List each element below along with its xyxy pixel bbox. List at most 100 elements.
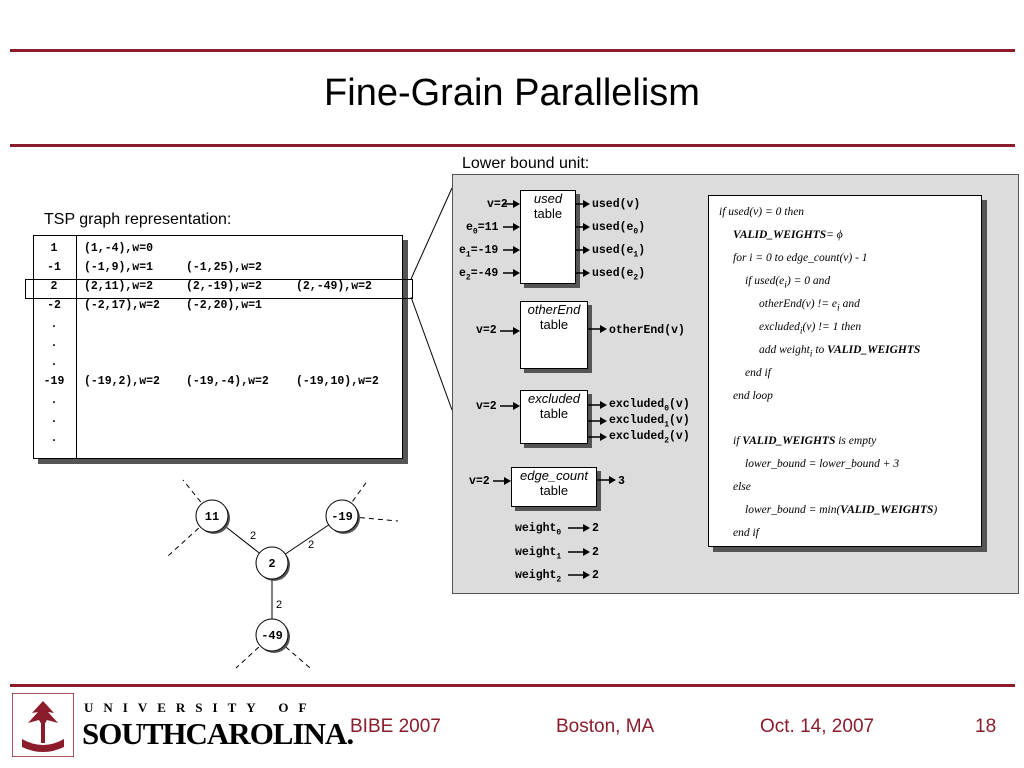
logo-university-of: UNIVERSITY OF (84, 700, 317, 715)
table-row: 1(1,-4),w=0 (34, 242, 402, 258)
arrow-head (600, 417, 607, 425)
arrow-head (600, 401, 607, 409)
pseudo-line-9: end loop (733, 390, 773, 402)
pseudo-line-1: if used(v) = 0 then (719, 206, 805, 218)
table-row: -19(-19,2),w=2(-19,-4),w=2(-19,10),w=2 (34, 375, 402, 391)
arrow-head (513, 200, 520, 208)
pseudo-line-12: else (733, 481, 751, 493)
excluded-table-name: excluded (527, 391, 581, 406)
table-cell: -19 (43, 375, 65, 388)
pseudo-line-11: lower_bound = lower_bound + 3 (745, 458, 900, 470)
footer-rule (10, 684, 1015, 687)
weight-label: weight2 (515, 569, 562, 585)
edgecount-input: v=2 (469, 475, 490, 488)
table-cell: . (50, 394, 58, 407)
svg-text:2: 2 (268, 557, 275, 571)
arrow-head (583, 269, 590, 277)
arrow-head (583, 571, 590, 579)
pseudocode-box: if used(v) = 0 then VALID_WEIGHTS= ϕ for… (708, 195, 982, 547)
logo-south-carolina: SOUTHCAROLINA. (82, 716, 354, 751)
otherend-table-name: otherEnd (527, 302, 581, 317)
used-output: used(v) (592, 198, 641, 211)
pseudo-line-7: add weighti to VALID_WEIGHTS (759, 344, 921, 360)
table-separator (76, 236, 77, 458)
table-cell: . (50, 432, 58, 445)
table-cell: . (50, 337, 58, 350)
used-table-box: used table (520, 190, 576, 284)
excluded-output: excluded2(v) (609, 430, 690, 446)
table-cell: (-19,10),w=2 (296, 375, 379, 388)
svg-text:11: 11 (205, 510, 219, 524)
excluded-table-box: excluded table (520, 390, 588, 444)
table-row: . (34, 413, 402, 429)
pseudo-line-13: lower_bound = min(VALID_WEIGHTS) (745, 504, 938, 516)
pseudo-line-5: otherEnd(v) != ei and (759, 298, 860, 314)
table-cell: . (50, 318, 58, 331)
table-cell: 1 (50, 242, 58, 255)
arrow-head (513, 402, 520, 410)
weight-value: 2 (592, 522, 599, 535)
otherend-output: otherEnd(v) (609, 324, 685, 337)
weight-value: 2 (592, 546, 599, 559)
table-cell: (2,-19),w=2 (186, 280, 262, 293)
used-input: e1=-19 (459, 244, 499, 260)
arrow-head (513, 269, 520, 277)
arrow-head (583, 548, 590, 556)
arrow-head (600, 433, 607, 441)
edge-label-2: 2 (308, 539, 314, 551)
svg-text:-19: -19 (331, 510, 353, 524)
table-row: . (34, 337, 402, 353)
footer-location: Boston, MA (556, 716, 655, 737)
table-cell: (-19,2),w=2 (84, 375, 160, 388)
table-cell: 2 (50, 280, 58, 293)
otherend-table-word: table (539, 317, 569, 332)
table-row: . (34, 318, 402, 334)
table-cell: (2,-49),w=2 (296, 280, 372, 293)
arrow-head (583, 200, 590, 208)
graph-node-11: 11 (195, 499, 230, 534)
pseudo-line-8: end if (745, 367, 771, 379)
arrow-head (600, 325, 607, 333)
tsp-label: TSP graph representation: (44, 211, 232, 228)
arrow-head (609, 476, 616, 484)
table-row: -1(-1,9),w=1(-1,25),w=2 (34, 261, 402, 277)
edgecount-table-name: edge_count (520, 468, 588, 483)
edge-label-3: 2 (276, 599, 282, 611)
used-table-word: table (533, 206, 563, 221)
table-cell: . (50, 356, 58, 369)
arrow-head (513, 327, 520, 335)
footer-date: Oct. 14, 2007 (760, 716, 875, 737)
edge-label-1: 2 (250, 530, 256, 542)
highlight-row-2 (25, 279, 413, 299)
table-row: . (34, 356, 402, 372)
arrow-head (583, 524, 590, 532)
pseudo-line-2: VALID_WEIGHTS= ϕ (733, 229, 843, 241)
table-cell: (-2,17),w=2 (84, 299, 160, 312)
used-input: e0=11 (466, 221, 499, 237)
pseudo-line-4: if used(ei) = 0 and (745, 275, 831, 291)
arrow-head (513, 246, 520, 254)
table-row: . (34, 394, 402, 410)
otherend-input: v=2 (476, 324, 497, 337)
used-output: used(e1) (592, 244, 646, 260)
table-cell: -1 (47, 261, 61, 274)
table-cell: (2,11),w=2 (84, 280, 154, 293)
arrow-head (583, 223, 590, 231)
weight-label: weight1 (515, 546, 562, 562)
used-input: v=2 (487, 198, 508, 211)
table-row: -2(-2,17),w=2(-2,20),w=1 (34, 299, 402, 315)
table-row: 2 (2,11),w=2 (2,-19),w=2 (2,-49),w=2 (34, 280, 402, 296)
excluded-output: excluded1(v) (609, 414, 690, 430)
graph-node-neg49: -49 (255, 618, 290, 653)
used-output: used(e0) (592, 221, 646, 237)
footer-conference: BIBE 2007 (350, 716, 441, 737)
table-cell: . (50, 413, 58, 426)
top-rule (10, 49, 1015, 52)
otherend-table-box: otherEnd table (520, 301, 588, 369)
edgecount-table-box: edge_count table (511, 467, 597, 507)
table-cell: (-1,9),w=1 (84, 261, 154, 274)
page-title: Fine-Grain Parallelism (324, 72, 700, 114)
table-row: . (34, 432, 402, 448)
